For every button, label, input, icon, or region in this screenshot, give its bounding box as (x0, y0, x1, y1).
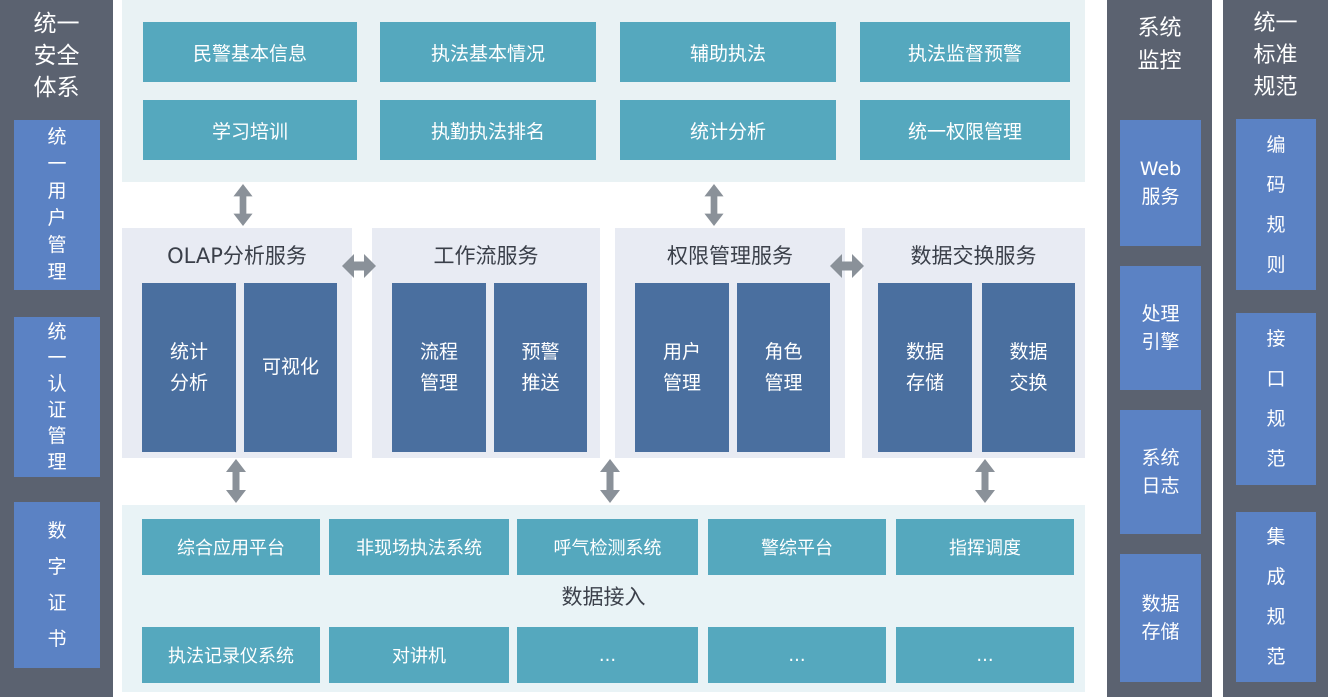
security-sidebar-title: 统一 安全 体系 (33, 11, 80, 101)
service-group-title: 权限管理服务 (667, 244, 793, 268)
sidebar-item-auth-management: 统 一 认 证 管 理 (14, 317, 100, 477)
double-arrow-vertical-icon (599, 459, 621, 503)
app-box-duty-ranking: 执勤执法排名 (380, 100, 596, 160)
access-box-police-platform: 警综平台 (708, 519, 886, 575)
service-box-data-exchange: 数据 交换 (982, 283, 1075, 452)
double-arrow-vertical-icon (225, 459, 247, 503)
access-box-offsite-enforcement: 非现场执法系统 (329, 519, 509, 575)
service-group-workflow: 工作流服务 流程 管理 预警 推送 (372, 228, 600, 458)
service-box-user-management: 用户 管理 (635, 283, 729, 452)
standards-item-interface-standards: 接 口 规 范 (1236, 313, 1316, 485)
monitor-item-processing-engine: 处理 引擎 (1120, 266, 1201, 390)
service-group-title: 数据交换服务 (910, 244, 1037, 268)
sidebar-item-user-management: 统 一 用 户 管 理 (14, 120, 100, 290)
app-box-supervision-warning: 执法监督预警 (860, 22, 1070, 82)
data-access-layer: 综合应用平台 非现场执法系统 呼气检测系统 警综平台 指挥调度 数据接入 执法记… (122, 505, 1085, 692)
double-arrow-vertical-icon (703, 184, 725, 226)
service-box-process-management: 流程 管理 (392, 283, 486, 452)
access-box-breath-test-system: 呼气检测系统 (517, 519, 698, 575)
source-box-ellipsis: ... (708, 627, 886, 683)
source-box-ellipsis: ... (896, 627, 1074, 683)
app-box-police-basic-info: 民警基本信息 (143, 22, 357, 82)
source-box-walkie-talkie: 对讲机 (329, 627, 509, 683)
service-box-visualization: 可视化 (244, 283, 337, 452)
app-box-enforcement-basics: 执法基本情况 (380, 22, 596, 82)
app-box-assisted-enforcement: 辅助执法 (620, 22, 836, 82)
application-layer: 民警基本信息 执法基本情况 辅助执法 执法监督预警 学习培训 执勤执法排名 统计… (122, 0, 1085, 182)
monitor-sidebar: 系统 监控 Web 服务 处理 引擎 系统 日志 数据 存储 (1107, 0, 1212, 697)
service-group-data-exchange: 数据交换服务 数据 存储 数据 交换 (862, 228, 1085, 458)
service-group-title: OLAP分析服务 (167, 244, 307, 268)
app-box-unified-permissions: 统一权限管理 (860, 100, 1070, 160)
service-group-title: 工作流服务 (433, 244, 539, 268)
standards-item-coding-rules: 编 码 规 则 (1236, 119, 1316, 290)
monitor-item-system-log: 系统 日志 (1120, 410, 1201, 534)
access-box-command-dispatch: 指挥调度 (896, 519, 1074, 575)
double-arrow-horizontal-icon (830, 252, 864, 280)
service-box-data-storage: 数据 存储 (878, 283, 972, 452)
access-box-integrated-platform: 综合应用平台 (142, 519, 320, 575)
standards-item-integration-standards: 集 成 规 范 (1236, 512, 1316, 682)
monitor-sidebar-title: 系统 监控 (1137, 16, 1182, 74)
double-arrow-vertical-icon (974, 459, 996, 503)
app-box-statistical-analysis: 统计分析 (620, 100, 836, 160)
source-box-body-camera-system: 执法记录仪系统 (142, 627, 320, 683)
monitor-item-data-storage: 数据 存储 (1120, 554, 1201, 682)
source-box-ellipsis: ... (517, 627, 698, 683)
sidebar-item-digital-certificate: 数 字 证 书 (14, 502, 100, 668)
data-access-label: 数据接入 (561, 585, 646, 609)
double-arrow-vertical-icon (232, 184, 254, 226)
app-box-learning-training: 学习培训 (143, 100, 357, 160)
standards-sidebar-title: 统一 标准 规范 (1253, 11, 1298, 100)
service-box-role-management: 角色 管理 (737, 283, 830, 452)
service-group-permissions: 权限管理服务 用户 管理 角色 管理 (615, 228, 845, 458)
service-group-olap: OLAP分析服务 统计 分析 可视化 (122, 228, 352, 458)
service-box-statistical-analysis: 统计 分析 (142, 283, 236, 452)
standards-sidebar: 统一 标准 规范 编 码 规 则 接 口 规 范 集 成 规 范 (1223, 0, 1328, 697)
security-sidebar: 统一 安全 体系 统 一 用 户 管 理 统 一 认 证 管 理 数 字 证 书 (0, 0, 113, 697)
double-arrow-horizontal-icon (342, 252, 376, 280)
service-box-warning-push: 预警 推送 (494, 283, 587, 452)
monitor-item-web-service: Web 服务 (1120, 120, 1201, 246)
